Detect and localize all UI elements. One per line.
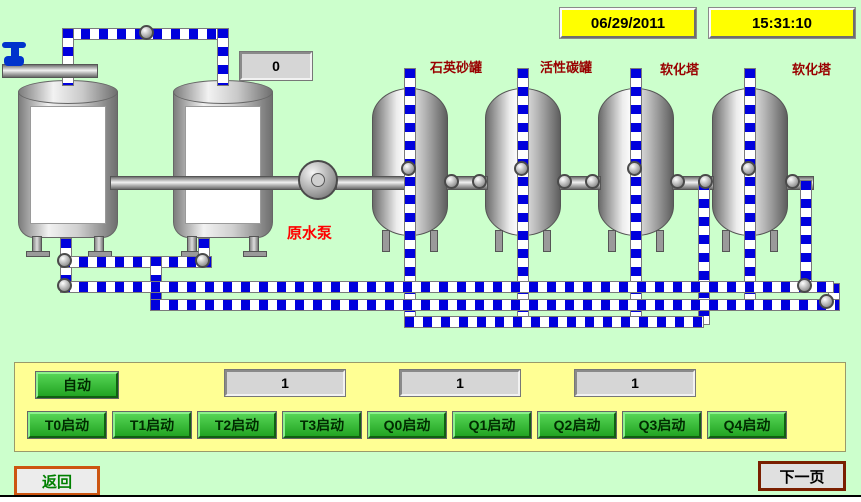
back-button[interactable]: 返回 xyxy=(14,466,100,496)
tank-leg xyxy=(249,236,259,252)
next-page-button[interactable]: 下一页 xyxy=(758,461,846,491)
valve-icon xyxy=(585,174,600,189)
auto-button[interactable]: 自动 xyxy=(35,371,119,399)
vessel-label-softener-1: 软化塔 xyxy=(660,62,700,77)
valve-icon xyxy=(785,174,800,189)
vessel-leg xyxy=(608,230,616,252)
valve-icon xyxy=(139,25,154,40)
q1-start-button[interactable]: Q1启动 xyxy=(452,411,532,439)
pump-icon xyxy=(298,160,338,200)
vessel-label-quartz-sand: 石英砂罐 xyxy=(430,60,483,75)
q2-start-button[interactable]: Q2启动 xyxy=(537,411,617,439)
valve-icon xyxy=(57,253,72,268)
valve-icon xyxy=(557,174,572,189)
valve-icon xyxy=(627,161,642,176)
t2-start-button[interactable]: T2启动 xyxy=(197,411,277,439)
vessel-label-activated-carbon: 活性碳罐 xyxy=(540,60,593,75)
pipe-segment xyxy=(2,64,98,78)
valve-icon xyxy=(670,174,685,189)
pipe-segment xyxy=(60,256,212,268)
pump-label: 原水泵 xyxy=(287,225,333,242)
pipe-segment xyxy=(217,28,229,86)
pipe-segment xyxy=(404,316,704,328)
valve-icon xyxy=(698,174,713,189)
tank-level-window xyxy=(30,106,106,224)
bottom-divider xyxy=(0,495,861,497)
pipe-segment xyxy=(744,68,756,311)
pipe-segment xyxy=(150,299,840,311)
value-display-1: 1 xyxy=(224,369,346,397)
inlet-valve-icon xyxy=(2,42,26,48)
pump-hub-icon xyxy=(311,173,325,187)
vessel-leg xyxy=(430,230,438,252)
vessel-leg xyxy=(722,230,730,252)
bottom-margin xyxy=(0,497,861,502)
tank-leg xyxy=(187,236,197,252)
valve-icon xyxy=(57,278,72,293)
value-display-3: 1 xyxy=(574,369,696,397)
pipe-segment xyxy=(800,180,812,283)
valve-icon xyxy=(472,174,487,189)
valve-icon xyxy=(444,174,459,189)
valve-icon xyxy=(514,161,529,176)
valve-icon xyxy=(195,253,210,268)
vessel-leg xyxy=(656,230,664,252)
q3-start-button[interactable]: Q3启动 xyxy=(622,411,702,439)
pipe-segment xyxy=(150,256,162,303)
vessel-label-softener-2: 软化塔 xyxy=(792,62,832,77)
pipe-segment xyxy=(60,281,834,293)
vessel-leg xyxy=(382,230,390,252)
tank-level-window xyxy=(185,106,261,224)
valve-icon xyxy=(797,278,812,293)
tank-foot xyxy=(26,251,50,257)
tank-leg xyxy=(94,236,104,252)
date-display: 06/29/2011 xyxy=(559,7,697,39)
q4-start-button[interactable]: Q4启动 xyxy=(707,411,787,439)
tank-foot xyxy=(243,251,267,257)
pipe-segment xyxy=(336,176,410,190)
vessel-leg xyxy=(495,230,503,252)
tank-leg xyxy=(32,236,42,252)
counter-display: 0 xyxy=(239,51,313,81)
q0-start-button[interactable]: Q0启动 xyxy=(367,411,447,439)
inlet-valve-icon xyxy=(4,56,24,66)
t0-start-button[interactable]: T0启动 xyxy=(27,411,107,439)
raw-water-tank-1 xyxy=(18,80,118,260)
valve-icon xyxy=(741,161,756,176)
t1-start-button[interactable]: T1启动 xyxy=(112,411,192,439)
vessel-leg xyxy=(543,230,551,252)
t3-start-button[interactable]: T3启动 xyxy=(282,411,362,439)
valve-icon xyxy=(401,161,416,176)
vessel-leg xyxy=(770,230,778,252)
inlet-valve-icon xyxy=(11,46,19,58)
value-display-2: 1 xyxy=(399,369,521,397)
valve-icon xyxy=(819,294,834,309)
raw-water-tank-2 xyxy=(173,80,273,260)
time-display: 15:31:10 xyxy=(708,7,856,39)
